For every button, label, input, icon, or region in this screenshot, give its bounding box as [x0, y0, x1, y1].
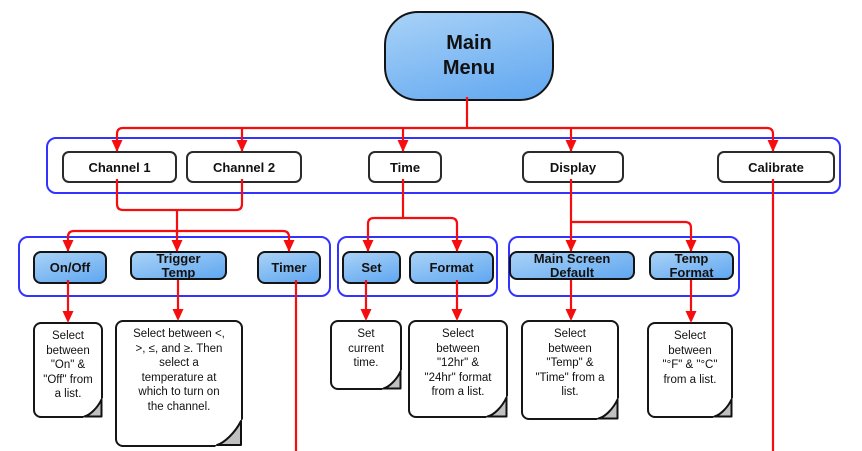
node-timer: Timer: [257, 251, 321, 284]
node-channel-2: Channel 2: [186, 151, 302, 183]
node-trigger-temp: Trigger Temp: [130, 251, 227, 280]
node-calibrate: Calibrate: [717, 151, 835, 183]
note-main-screen-default: Select between "Temp" & "Time" from a li…: [521, 320, 619, 420]
note-set: Set current time.: [330, 320, 402, 390]
folded-corner-icon: [713, 398, 733, 418]
node-display: Display: [522, 151, 624, 183]
node-main-menu: Main Menu: [384, 11, 554, 101]
node-temp-format: Temp Format: [649, 251, 734, 280]
node-main-menu-label: Main Menu: [442, 32, 496, 79]
node-main-screen-default: Main Screen Default: [509, 251, 635, 280]
note-text: Select between "°F" & "°C" from a list.: [662, 330, 718, 386]
node-format: Format: [409, 251, 494, 284]
folded-corner-icon: [83, 398, 103, 418]
node-channel-1: Channel 1: [62, 151, 177, 183]
note-on-off: Select between "On" & "Off" from a list.: [33, 322, 103, 418]
folded-corner-icon: [597, 398, 619, 420]
folded-corner-icon: [382, 370, 402, 390]
note-temp-format: Select between "°F" & "°C" from a list.: [647, 322, 733, 418]
folded-corner-icon: [486, 396, 508, 418]
note-text: Select between "12hr" & "24hr" format fr…: [424, 328, 492, 399]
note-text: Select between <, >, ≤, and ≥. Then sele…: [133, 328, 225, 413]
note-text: Select between "Temp" & "Time" from a li…: [535, 328, 605, 399]
node-time: Time: [368, 151, 442, 183]
note-trigger-temp: Select between <, >, ≤, and ≥. Then sele…: [115, 320, 243, 447]
note-format: Select between "12hr" & "24hr" format fr…: [408, 320, 508, 418]
node-set: Set: [342, 251, 401, 284]
note-text: Set current time.: [348, 328, 384, 370]
node-on-off: On/Off: [33, 251, 107, 284]
folded-corner-icon: [215, 419, 243, 447]
note-text: Select between "On" & "Off" from a list.: [43, 330, 93, 401]
